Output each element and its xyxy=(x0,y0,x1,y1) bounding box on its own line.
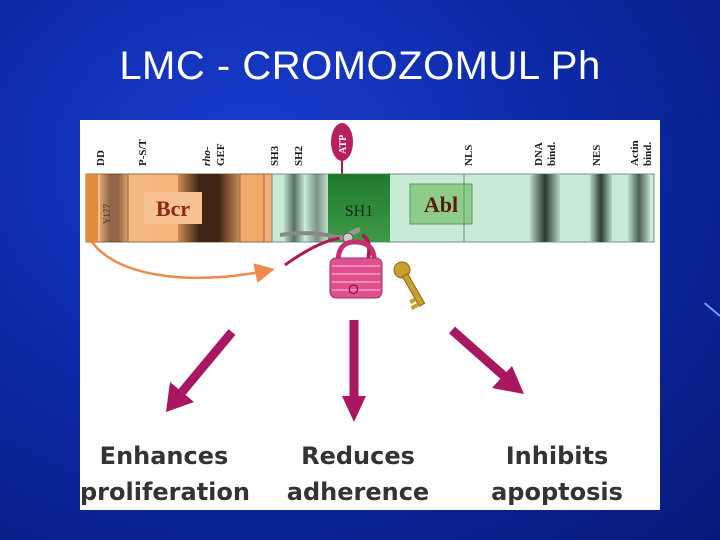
label-dna-line2: bind. xyxy=(546,142,558,166)
label-actin-line1: Actin xyxy=(629,140,641,166)
label-dd: DD xyxy=(95,150,107,166)
bcr-label: Bcr xyxy=(156,196,190,221)
label-dna-line1: DNA xyxy=(533,142,545,166)
outcome-adherence: Reduces adherence xyxy=(276,438,440,510)
padlock-icon: O xyxy=(329,239,383,299)
arrow-right xyxy=(449,326,524,394)
y177-label: Y177 xyxy=(102,204,112,224)
label-actin-line2: bind. xyxy=(642,142,654,166)
sh1-label: SH1 xyxy=(345,203,373,220)
outcome-line2: proliferation xyxy=(80,478,250,506)
outcome-line2: apoptosis xyxy=(491,478,623,506)
label-sh3: SH3 xyxy=(269,145,281,166)
label-nes: NES xyxy=(591,145,603,166)
key-icon xyxy=(393,261,426,311)
label-rho-line2: GEF xyxy=(215,143,227,166)
scissors-icon xyxy=(279,227,372,267)
decorative-line xyxy=(704,302,720,317)
outcome-line1: Enhances xyxy=(99,442,229,470)
slide-title: LMC - CROMOZOMUL Ph xyxy=(119,44,601,88)
outcome-proliferation: Enhances proliferation xyxy=(80,438,250,510)
lock-label: O xyxy=(348,281,359,297)
label-sh2: SH2 xyxy=(293,145,305,166)
orange-curved-arrow xyxy=(90,241,275,283)
bcr-abl-diagram: DD P-S/T rho- GEF SH3 SH2 NLS DNA bind. … xyxy=(80,120,660,510)
bcr-segment: Bcr Y177 xyxy=(85,173,273,243)
outcome-apoptosis: Inhibits apoptosis xyxy=(482,438,632,510)
arrow-left xyxy=(166,329,236,412)
outcome-line1: Inhibits xyxy=(505,442,609,470)
outcome-line2: adherence xyxy=(286,478,430,506)
abl-label: Abl xyxy=(424,192,458,217)
abl-segment: SH1 Abl xyxy=(271,173,655,243)
label-rho-line1: rho- xyxy=(201,146,213,166)
atp-marker: ATP xyxy=(331,123,353,174)
label-pst: P-S/T xyxy=(137,138,149,166)
label-nls: NLS xyxy=(463,145,475,166)
label-atp: ATP xyxy=(338,135,349,154)
arrow-middle xyxy=(342,320,366,422)
diagram-svg: DD P-S/T rho- GEF SH3 SH2 NLS DNA bind. … xyxy=(85,123,655,422)
outcome-line1: Reduces xyxy=(301,442,415,470)
